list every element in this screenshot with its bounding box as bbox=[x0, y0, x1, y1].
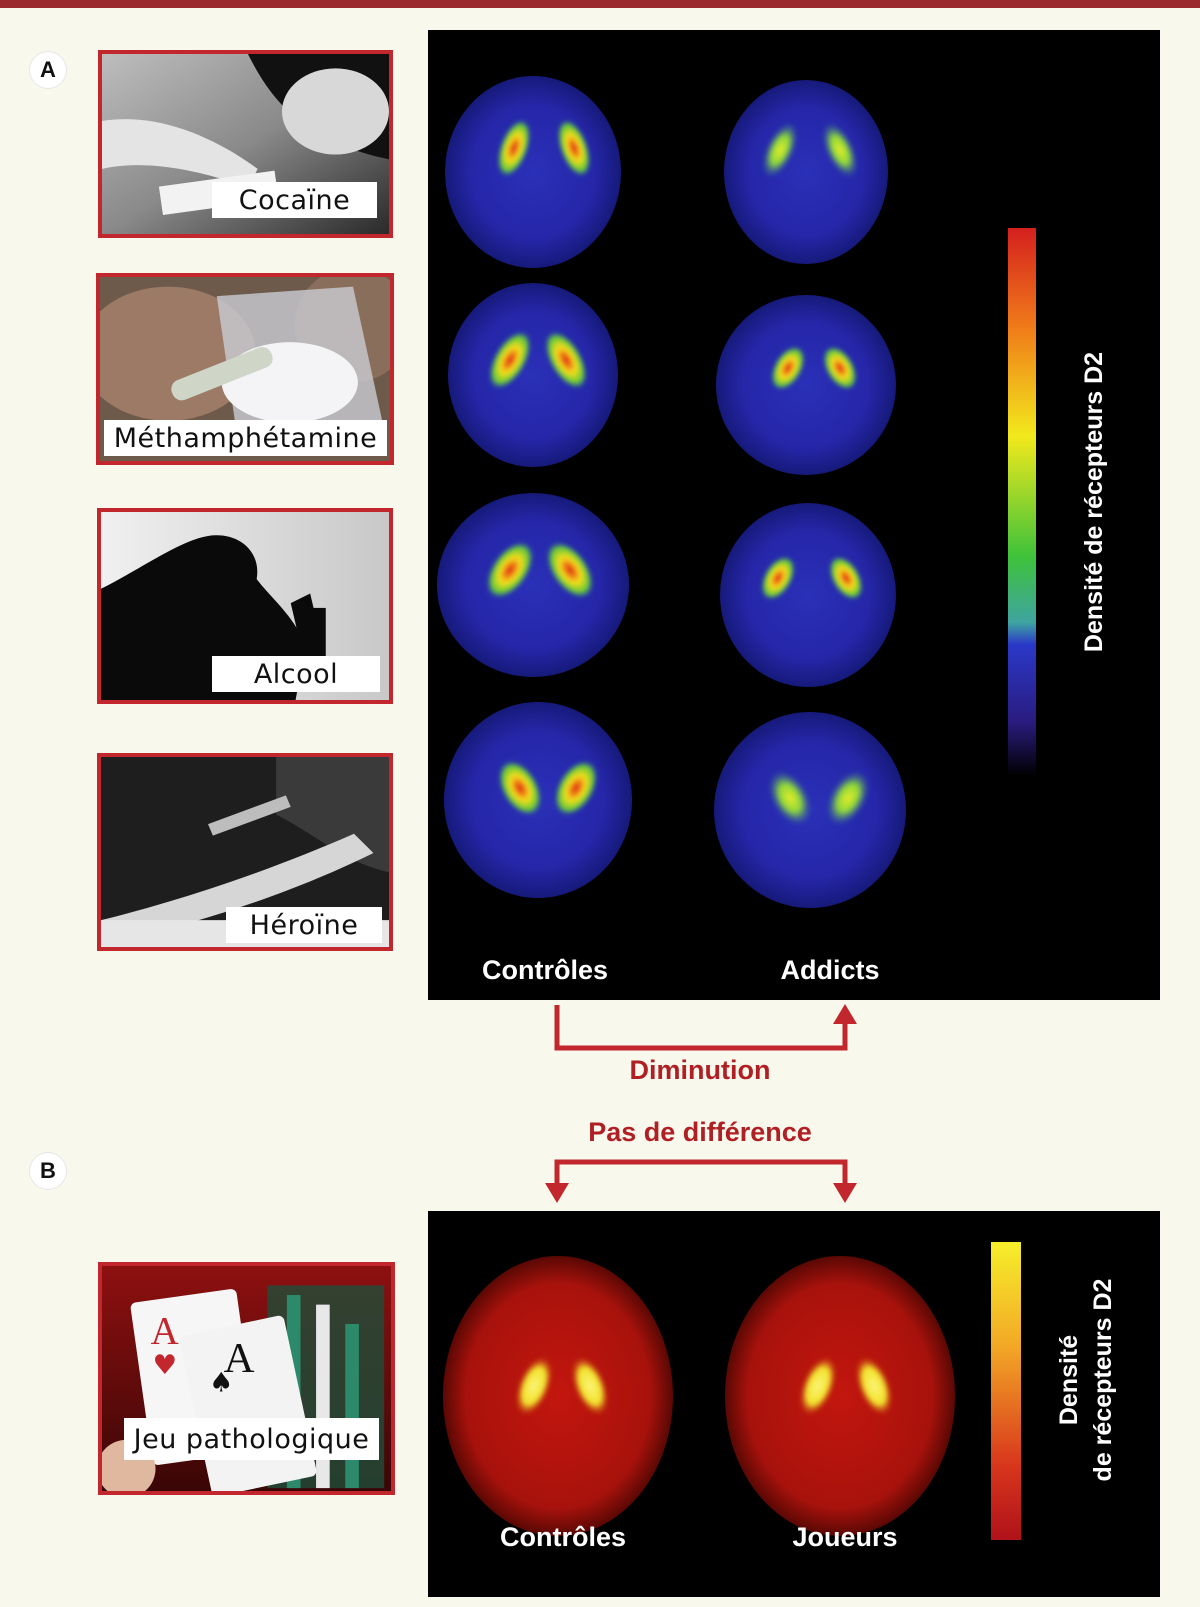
scan-addict-row1 bbox=[724, 80, 888, 264]
ace-spades-glyph: A bbox=[224, 1335, 255, 1382]
pet-scans-a bbox=[437, 76, 906, 908]
top-rule bbox=[0, 0, 1200, 8]
scan-gamblers bbox=[725, 1256, 955, 1536]
controls-label-a: Contrôles bbox=[481, 955, 608, 985]
scan-control-row3 bbox=[437, 493, 629, 677]
methamphetamine-label: Méthamphétamine bbox=[104, 420, 387, 456]
cocaine-label: Cocaïne bbox=[212, 182, 377, 218]
controls-label-b: Contrôles bbox=[499, 1522, 626, 1552]
gamblers-label: Joueurs bbox=[792, 1522, 898, 1552]
panel-b-badge: B bbox=[30, 1153, 66, 1189]
colorbar-b-label-line2: de récepteurs D2 bbox=[1088, 1278, 1117, 1482]
scan-addict-row3 bbox=[720, 503, 896, 687]
no-difference-label: Pas de différence bbox=[588, 1117, 812, 1147]
alcohol-photo: Alcool bbox=[97, 508, 393, 704]
spade-icon: ♠ bbox=[209, 1368, 233, 1399]
heroin-label: Héroïne bbox=[226, 907, 382, 943]
pet-scans-b bbox=[443, 1256, 955, 1536]
heroin-photo: Héroïne bbox=[97, 753, 393, 951]
scan-control-row1 bbox=[445, 76, 621, 268]
colorbar-a bbox=[1008, 228, 1036, 776]
colorbar-b-label-line1: Densité bbox=[1055, 1334, 1083, 1426]
scan-control-gambling bbox=[443, 1256, 673, 1536]
diminution-label: Diminution bbox=[629, 1055, 771, 1085]
gambling-label: Jeu pathologique bbox=[124, 1418, 379, 1460]
alcohol-label: Alcool bbox=[212, 656, 380, 692]
scan-addict-row2 bbox=[716, 295, 896, 475]
scan-addict-row4 bbox=[714, 712, 906, 908]
ace-hearts-glyph: A bbox=[151, 1309, 179, 1352]
scan-control-row2 bbox=[448, 283, 618, 467]
panel-a-badge: A bbox=[30, 52, 66, 88]
addicts-label: Addicts bbox=[780, 955, 880, 985]
playing-cards-photo: A ♥ A ♠ Jeu pathologique bbox=[98, 1262, 395, 1495]
colorbar-b-label: Densité de récepteurs D2 bbox=[1053, 1260, 1127, 1500]
colorbar-b bbox=[991, 1242, 1021, 1540]
cocaine-photo: Cocaïne bbox=[98, 50, 393, 238]
methamphetamine-photo: Méthamphétamine bbox=[96, 273, 394, 465]
scan-control-row4 bbox=[444, 702, 632, 898]
colorbar-a-label: Densité de récepteurs D2 bbox=[1080, 351, 1108, 653]
heart-icon: ♥ bbox=[153, 1350, 177, 1381]
